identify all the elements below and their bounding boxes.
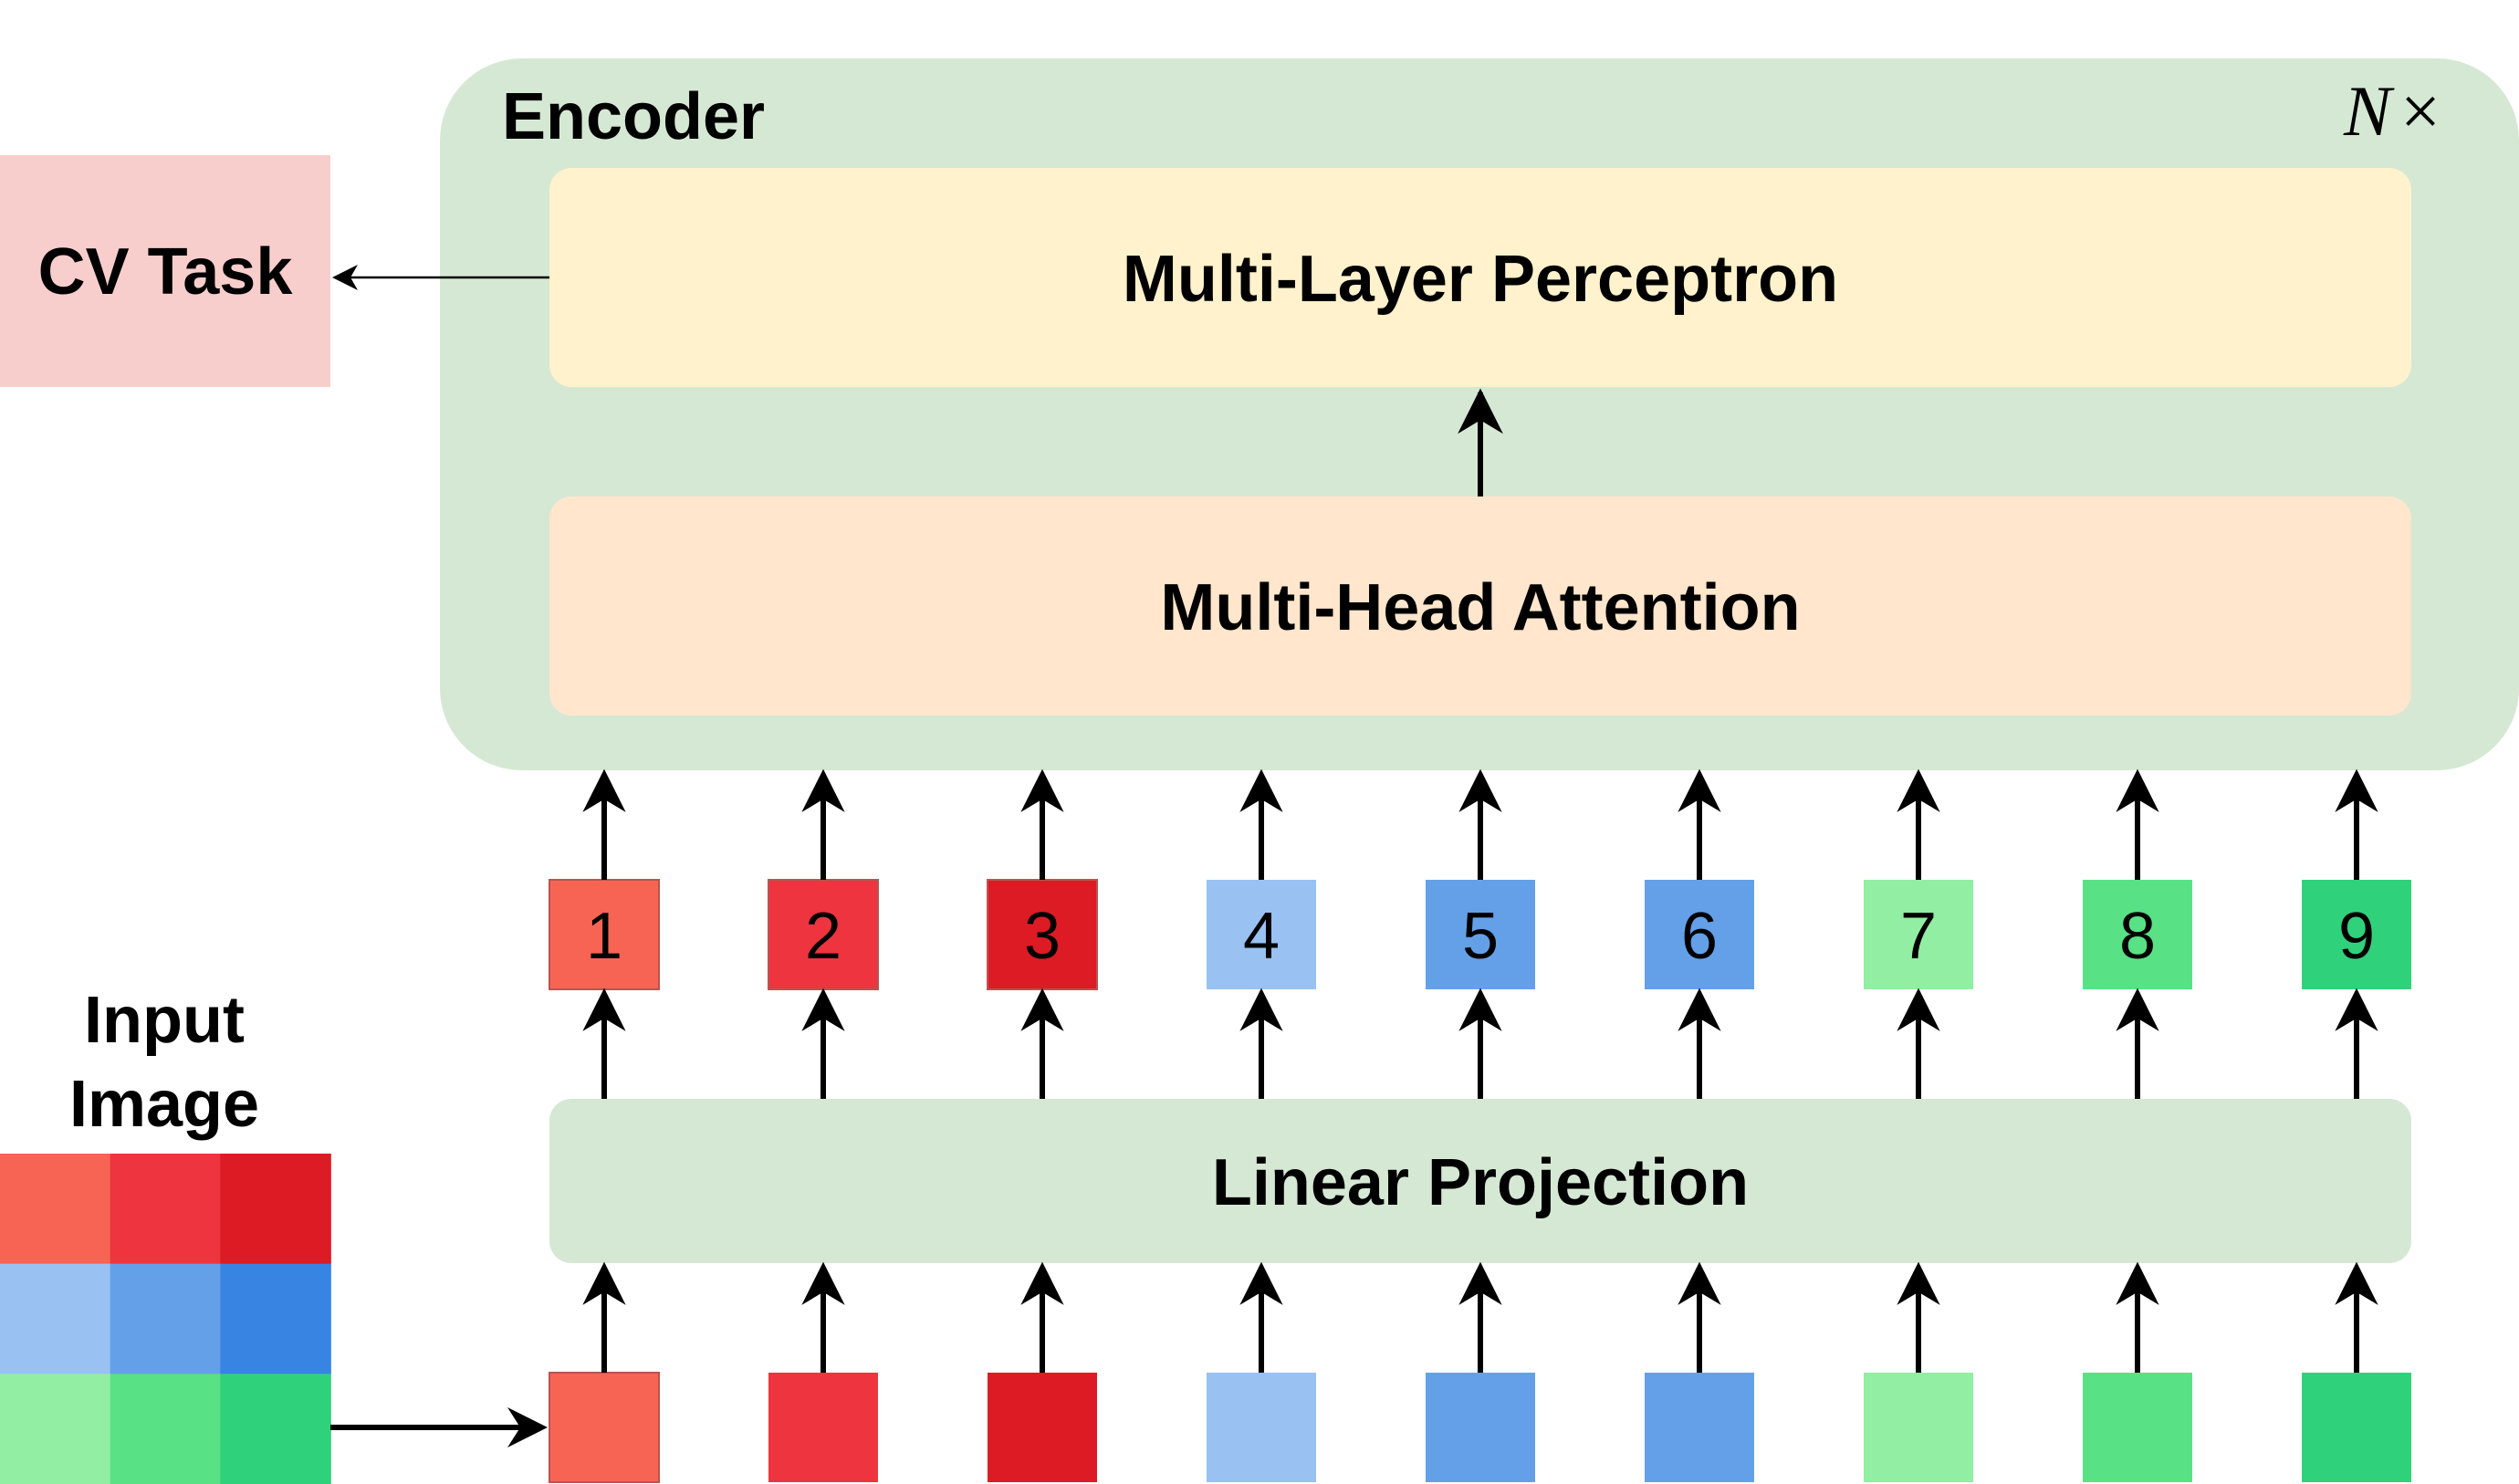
token-5-to-encoder-arrow-head [1458,768,1502,812]
encoder-title: Encoder [502,80,765,153]
cv-task-label: CV Task [38,235,294,308]
patch-6 [1645,1373,1754,1482]
token-8-box [2083,880,2192,989]
patch-9 [2302,1373,2411,1482]
projection-to-token-8-arrow-head [2116,988,2159,1031]
projection-to-token-6-arrow-head [1678,988,1721,1031]
token-6-box [1645,880,1754,989]
patch-5 [1426,1373,1535,1482]
projection-to-token-3-arrow-head [1020,988,1064,1031]
patch-2 [768,1373,878,1482]
cv-task-block [0,155,330,387]
patch-6-to-projection-arrow-head [1678,1261,1721,1305]
repeat-n: N [2343,71,2395,151]
token-7-box [1864,880,1973,989]
linear-projection-label: Linear Projection [1212,1146,1749,1219]
token-7-label: 7 [1900,900,1937,973]
token-row: 1 2 3 4 5 6 7 8 9 [549,879,2411,990]
patch-7-to-projection-arrow-head [1897,1261,1940,1305]
image-cell-r2-c1 [0,1263,111,1375]
image-cell-r1-c2 [110,1154,222,1265]
mlp-block [549,168,2411,387]
token-4-box [1207,880,1316,989]
patch-1 [549,1372,660,1483]
attention-block [549,496,2411,716]
token-1-label: 1 [586,900,622,973]
token-7-to-encoder-arrow-head [1897,768,1940,812]
repeat-label: N× [2343,71,2441,151]
input-image-label-line1: Input [84,984,245,1057]
image-cell-r2-c2 [110,1263,222,1375]
projection-to-token-4-arrow-head [1239,988,1283,1031]
patch-4-to-projection-arrow-head [1239,1261,1283,1305]
mlp-label: Multi-Layer Perceptron [1123,243,1838,316]
token-2-to-encoder-arrow-head [801,768,845,812]
patch-7 [1864,1373,1973,1482]
input-image-label-line2: Image [69,1068,259,1141]
image-to-patches-arrowhead [507,1407,548,1447]
token-5-box [1426,880,1535,989]
token-8-to-encoder-arrow-head [2116,768,2159,812]
patch-3-to-projection-arrow-head [1020,1261,1064,1305]
image-cell-r1-c1 [0,1154,111,1265]
patch-9-to-projection-arrow-head [2335,1261,2378,1305]
patch-8 [2083,1373,2192,1482]
patch-1-to-projection-arrow-head [582,1261,626,1305]
projection-to-token-1-arrow-head [582,988,626,1031]
attention-to-mlp-arrowhead [1458,388,1503,434]
image-cell-r3-c3 [220,1374,331,1484]
patch-row [549,1372,2411,1483]
mlp-to-cv-task-arrowhead [332,265,358,290]
flow-arrows [582,768,2378,1373]
image-cell-r3-c1 [0,1374,111,1484]
projection-to-token-2-arrow-head [801,988,845,1031]
linear-projection-block [549,1099,2411,1263]
input-image-grid [0,1154,331,1484]
projection-to-token-7-arrow-head [1897,988,1940,1031]
patch-8-to-projection-arrow-head [2116,1261,2159,1305]
projection-to-token-9-arrow-head [2335,988,2378,1031]
token-6-label: 6 [1681,900,1718,973]
attention-label: Multi-Head Attention [1160,571,1800,644]
patch-4 [1207,1373,1316,1482]
projection-to-token-5-arrow-head [1458,988,1502,1031]
repeat-times: × [2400,71,2441,151]
patch-3 [988,1373,1097,1482]
token-4-to-encoder-arrow-head [1239,768,1283,812]
token-3-to-encoder-arrow-head [1020,768,1064,812]
token-9-label: 9 [2338,900,2375,973]
token-3-label: 3 [1024,900,1061,973]
token-2-label: 2 [805,900,841,973]
patch-2-to-projection-arrow-head [801,1261,845,1305]
token-9-to-encoder-arrow-head [2335,768,2378,812]
token-8-label: 8 [2119,900,2156,973]
image-cell-r3-c2 [110,1374,222,1484]
token-1-to-encoder-arrow-head [582,768,626,812]
image-cell-r1-c3 [220,1154,331,1265]
image-cell-r2-c3 [220,1263,331,1375]
token-5-label: 5 [1462,900,1499,973]
token-4-label: 4 [1243,900,1280,973]
token-9-box [2302,880,2411,989]
patch-5-to-projection-arrow-head [1458,1261,1502,1305]
token-6-to-encoder-arrow-head [1678,768,1721,812]
